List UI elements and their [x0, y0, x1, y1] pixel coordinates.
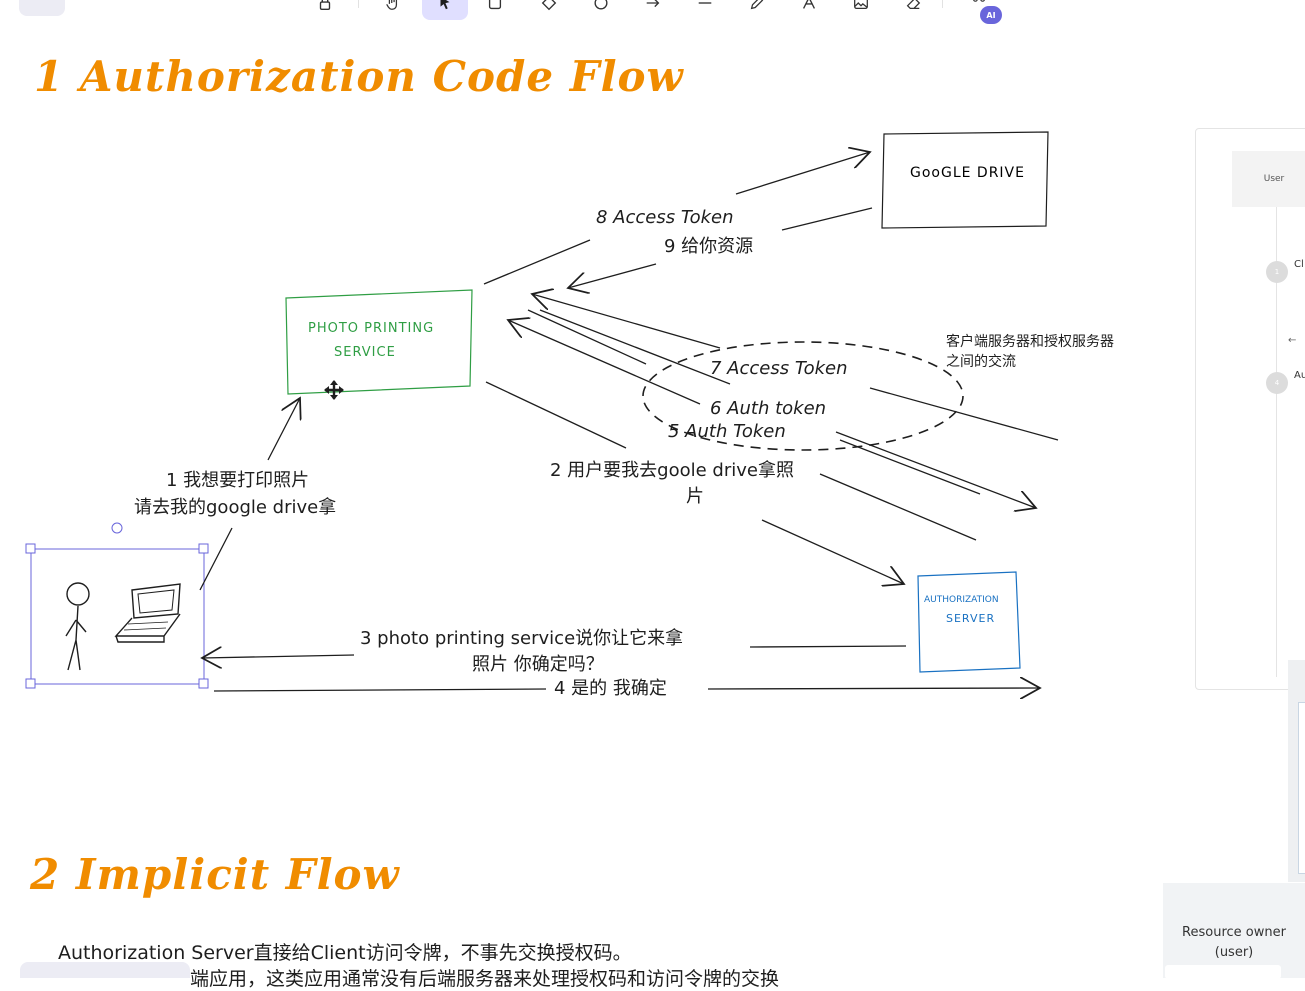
step-text-2: Aut [1294, 370, 1305, 381]
label-step9: 9 给你资源 [664, 236, 753, 257]
arrow-step5[interactable] [835, 431, 1036, 508]
note-line2: 之间的交流 [946, 353, 1016, 370]
user-lifeline [1276, 207, 1277, 677]
resource-owner-label: Resource owner [1182, 925, 1286, 940]
photo-printing-label-2: SERVICE [334, 345, 396, 360]
arrow-step8[interactable] [735, 152, 870, 195]
label-step3-line2: 照片 你确定吗？ [472, 654, 604, 675]
toolbar [290, 0, 1030, 20]
line-step5-upper[interactable] [527, 309, 647, 365]
lock-icon[interactable] [310, 0, 340, 20]
eraser-icon[interactable] [898, 0, 928, 20]
selection-icon[interactable] [422, 0, 468, 20]
line-step9-upper[interactable] [781, 207, 873, 231]
line-step5-double[interactable] [839, 439, 981, 495]
pencil-icon[interactable] [742, 0, 772, 20]
google-drive-label: GooGLE DRIVE [910, 165, 1025, 181]
server-exchange-ellipse[interactable] [642, 341, 964, 451]
main-menu-button[interactable] [19, 0, 65, 16]
arrow-step2[interactable] [761, 519, 904, 584]
section-heading-authorization-code: 1 Authorization Code Flow [34, 52, 684, 101]
rectangle-icon[interactable] [480, 0, 510, 20]
line-step7-right[interactable] [869, 387, 1059, 441]
section-heading-implicit: 2 Implicit Flow [30, 850, 400, 899]
line-step6-double[interactable] [539, 309, 731, 385]
line-step4-left[interactable] [213, 688, 547, 692]
user-with-laptop[interactable] [65, 582, 181, 671]
arrow-step1[interactable] [267, 398, 300, 461]
ellipse-icon[interactable] [586, 0, 616, 20]
label-step7: 7 Access Token [710, 358, 848, 379]
label-step1-line1: 1 我想要打印照片 [166, 470, 309, 491]
line-step2-upper[interactable] [485, 381, 627, 449]
more-tools-icon[interactable] [964, 0, 994, 20]
arrow-left-icon: ← [1288, 335, 1297, 346]
arrow-step7[interactable] [532, 294, 721, 349]
arrow-step3[interactable] [202, 655, 355, 658]
line-icon[interactable] [690, 0, 720, 20]
label-step2-line2: 片 [686, 486, 704, 507]
resource-owner-sub: (user) [1214, 945, 1254, 960]
arrow-icon[interactable] [638, 0, 668, 20]
line-step1-lower[interactable] [199, 527, 233, 591]
line-step6-right[interactable] [819, 473, 977, 541]
google-drive-box[interactable]: GooGLE DRIVE [881, 131, 1049, 229]
diamond-icon[interactable] [534, 0, 564, 20]
label-step6: 6 Auth token [710, 398, 826, 419]
bottom-panel[interactable] [20, 962, 190, 978]
arrow-step9[interactable] [568, 263, 657, 288]
resource-owner-inner [1165, 965, 1281, 979]
arrow-step6[interactable] [508, 320, 701, 405]
user-lane-header: User [1232, 151, 1305, 207]
text-icon[interactable] [794, 0, 824, 20]
photo-printing-service-box[interactable]: PHOTO PRINTING SERVICE [285, 289, 473, 395]
auth-server-label-2: SERVER [946, 612, 995, 625]
resource-owner-box[interactable]: Resource owner (user) [1163, 883, 1305, 979]
label-step2-line1: 2 用户要我去goole drive拿照 [550, 459, 794, 481]
step-badge-2: 4 [1266, 372, 1288, 394]
line-step8-lower[interactable] [483, 239, 591, 285]
label-step1-line2: 请去我的google drive拿 [134, 496, 336, 518]
selection-box[interactable] [25, 522, 209, 689]
label-step5: 5 Auth Token [668, 421, 786, 442]
label-step3-line1: 3 photo printing service说你让它来拿 [360, 627, 683, 649]
sequence-diagram-image[interactable]: User 1 Cl ← 4 Aut [1195, 128, 1305, 690]
arrow-step4[interactable] [707, 688, 1040, 689]
note-line1: 客户端服务器和授权服务器 [946, 333, 1114, 350]
label-step4: 4 是的 我确定 [554, 678, 667, 699]
hand-icon[interactable] [378, 0, 408, 20]
photo-printing-label-1: PHOTO PRINTING [308, 321, 434, 336]
step-text-1: Cl [1294, 259, 1304, 270]
step-badge-1: 1 [1266, 261, 1288, 283]
move-cursor-icon [324, 380, 344, 400]
implicit-flow-description: Authorization Server直接给Client访问令牌，不事先交换授… [58, 942, 632, 964]
label-step8: 8 Access Token [596, 207, 734, 228]
auth-server-label-1: AUTHORIZATION [924, 595, 999, 605]
image-icon[interactable] [846, 0, 876, 20]
authorization-server-box[interactable]: AUTHORIZATION SERVER [917, 571, 1021, 673]
ai-badge[interactable]: AI [980, 6, 1002, 24]
embedded-frame-edge [1288, 660, 1305, 882]
line-step3-right[interactable] [749, 645, 907, 648]
